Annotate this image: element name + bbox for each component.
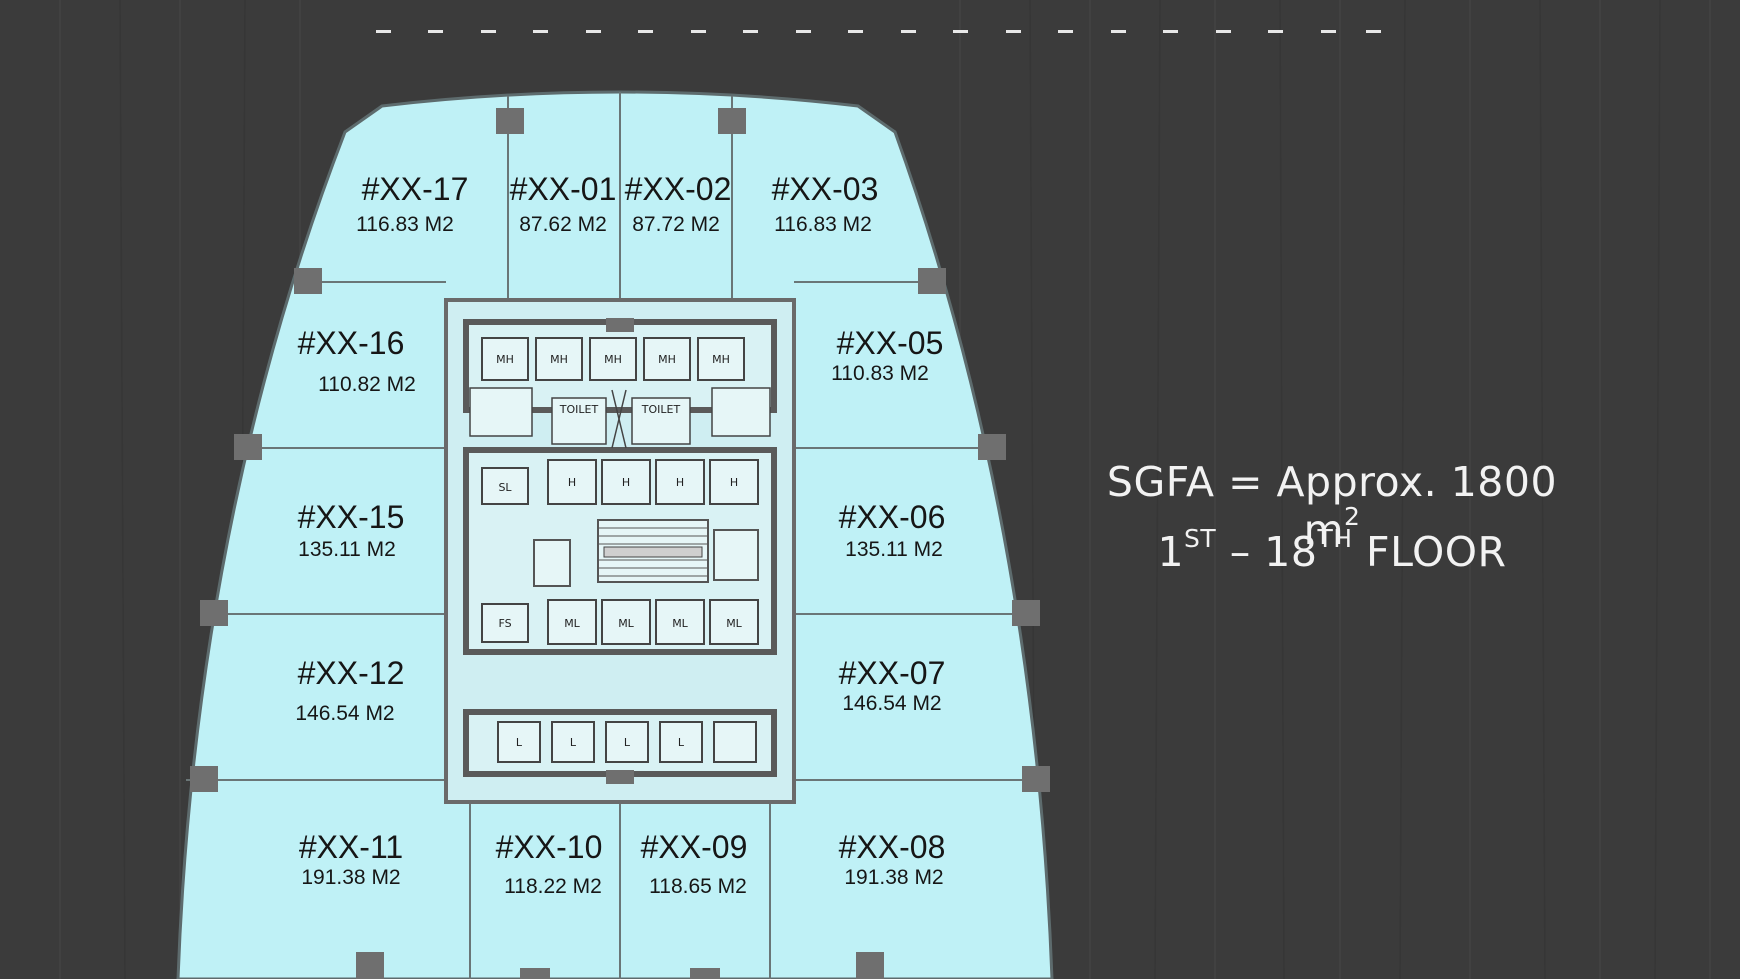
mechanical-shafts	[481, 337, 745, 381]
unit-labels: #XX-17 116.83 M2 #XX-01 87.62 M2 #XX-02 87.72…	[295, 171, 945, 898]
mh-label: MH	[550, 353, 568, 366]
unit-area: 146.54 M2	[295, 702, 394, 725]
floor-dash: – 18	[1216, 528, 1318, 576]
unit-number: #XX-16	[298, 325, 405, 361]
low-rise-lifts	[497, 721, 757, 763]
structural-columns	[190, 108, 1050, 979]
mh-label: MH	[604, 353, 622, 366]
lower-lifts	[481, 599, 759, 645]
floor-range: 1ST – 18TH FLOOR	[1072, 524, 1592, 576]
floor-start-superscript: ST	[1184, 524, 1217, 554]
toilet-label: TOILET	[641, 403, 681, 416]
unit-area: 118.65 M2	[649, 875, 747, 898]
unit-number: #XX-02	[625, 171, 732, 207]
unit-number: #XX-06	[839, 499, 946, 535]
stairwell	[597, 519, 709, 583]
unit-number: #XX-05	[837, 325, 944, 361]
unit-number: #XX-09	[641, 829, 748, 865]
passenger-lifts	[481, 459, 759, 505]
unit-area: 87.62 M2	[519, 213, 607, 236]
lift-ml-label: ML	[726, 617, 742, 630]
unit-area: 116.83 M2	[356, 213, 454, 236]
unit-number: #XX-12	[298, 655, 405, 691]
dashed-divider	[376, 26, 1381, 36]
lift-h-label: H	[622, 476, 630, 489]
unit-number: #XX-11	[299, 829, 403, 865]
mh-label: MH	[712, 353, 730, 366]
lift-l-label: L	[516, 736, 523, 749]
toilet-label: TOILET	[559, 403, 599, 416]
lift-l-label: L	[570, 736, 577, 749]
lift-ml-label: ML	[672, 617, 688, 630]
toilet-block	[469, 387, 771, 449]
fire-stair-label: FS	[498, 617, 511, 630]
unit-area: 146.54 M2	[842, 692, 941, 715]
unit-area: 116.83 M2	[774, 213, 872, 236]
mh-label: MH	[496, 353, 514, 366]
lift-h-label: H	[568, 476, 576, 489]
floor-start: 1	[1157, 528, 1185, 576]
unit-area: 191.38 M2	[844, 866, 943, 889]
unit-number: #XX-15	[298, 499, 405, 535]
stair-landings	[533, 529, 759, 587]
sgfa-superscript: 2	[1344, 502, 1361, 532]
unit-number: #XX-10	[496, 829, 603, 865]
unit-area: 110.83 M2	[831, 362, 929, 385]
floor-suffix: FLOOR	[1352, 528, 1507, 576]
unit-area: 191.38 M2	[301, 866, 400, 889]
lift-ml-label: ML	[618, 617, 634, 630]
sgfa-text: SGFA = Approx. 1800 m	[1106, 458, 1558, 554]
lift-l-label: L	[624, 736, 631, 749]
lift-ml-label: ML	[564, 617, 580, 630]
sgfa-summary: SGFA = Approx. 1800 m2	[1072, 458, 1592, 554]
lift-h-label: H	[676, 476, 684, 489]
unit-area: 110.82 M2	[318, 373, 416, 396]
unit-number: #XX-03	[772, 171, 879, 207]
service-lift-label: SL	[498, 481, 512, 494]
floor-end-superscript: TH	[1317, 524, 1353, 554]
mh-label: MH	[658, 353, 676, 366]
lift-l-label: L	[678, 736, 685, 749]
unit-area: 87.72 M2	[632, 213, 720, 236]
unit-number: #XX-01	[510, 171, 617, 207]
lift-h-label: H	[730, 476, 738, 489]
unit-number: #XX-08	[839, 829, 946, 865]
unit-area: 135.11 M2	[845, 538, 943, 561]
unit-number: #XX-07	[839, 655, 946, 691]
unit-area: 135.11 M2	[298, 538, 396, 561]
unit-number: #XX-17	[362, 171, 469, 207]
unit-area: 118.22 M2	[504, 875, 602, 898]
